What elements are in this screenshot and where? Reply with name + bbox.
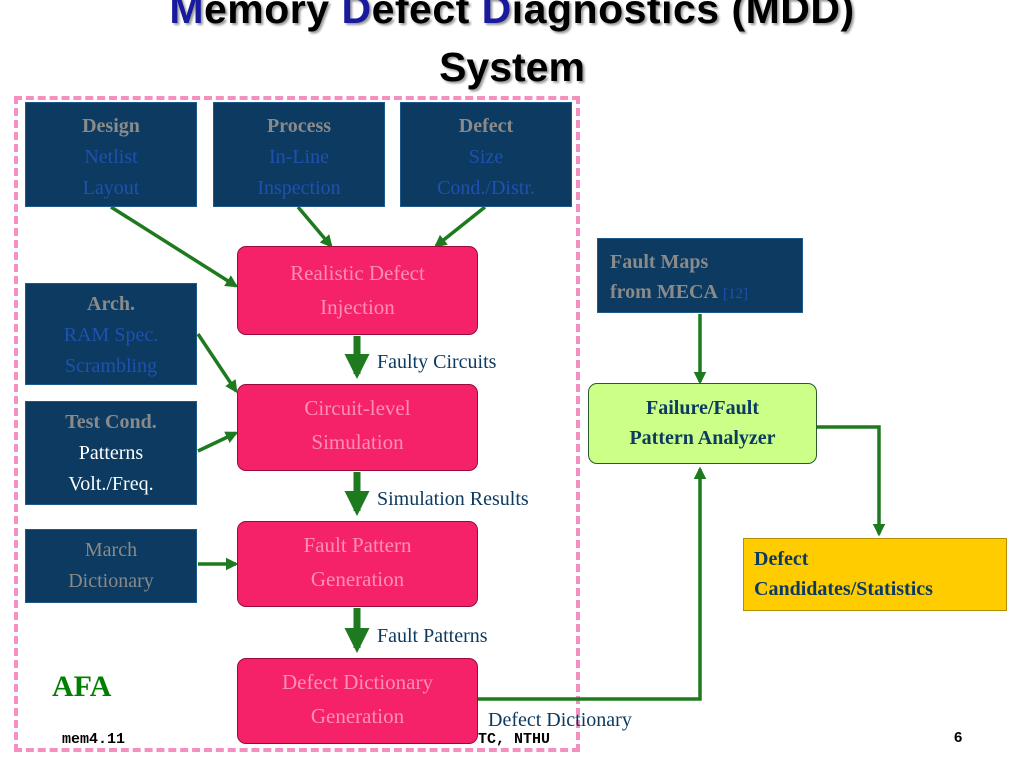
arrow-arch-to-simulation [196,333,238,394]
defect-heading: Defect [458,115,514,137]
design-heading: Design [82,115,140,137]
defect-candidates-statistics-box: Defect Candidates/Statistics [743,538,1007,611]
label-defect-dictionary: Defect Dictionary [488,709,632,731]
label-simulation-results: Simulation Results [377,488,529,510]
design-line-layout: Layout [82,177,140,199]
defect-input-box: Defect Size Cond./Distr. [400,102,572,207]
process-line-inline: In-Line [269,146,329,168]
arrow-dictionary-to-analyzer [478,466,707,701]
faultmaps-line2: from MECA [610,281,718,303]
arrow-process-to-injection [296,205,333,248]
failure-fault-pattern-analyzer-box: Failure/Fault Pattern Analyzer [588,383,817,464]
process-input-box: Process In-Line Inspection [213,102,385,207]
design-input-box: Design Netlist Layout [25,102,197,207]
title-word-defect: efect [371,0,482,32]
output-line2: Candidates/Statistics [754,578,933,600]
title-initial-d2: D [481,0,512,32]
slide-title-line2: System [439,44,585,90]
footer-course-code: mem4.11 [62,731,126,748]
step4-line1: Defect Dictionary [281,670,433,694]
arrow-design-to-injection [110,205,239,288]
step2-line1: Circuit-level [304,396,411,420]
faultmaps-input-box: Fault Maps from MECA [12] [597,238,803,313]
testcond-heading: Test Cond. [65,411,157,433]
process-heading: Process [266,115,332,137]
title-initial-d1: D [341,0,372,32]
arch-input-box: Arch. RAM Spec. Scrambling [25,283,197,385]
analyzer-line2: Pattern Analyzer [629,427,776,449]
circuit-level-simulation-box: Circuit-level Simulation [237,384,478,471]
testcond-input-box: Test Cond. Patterns Volt./Freq. [25,401,197,505]
title-word-diagnostics: iagnostics (MDD) [511,0,855,32]
testcond-line-voltfreq: Volt./Freq. [68,473,154,495]
step3-line1: Fault Pattern [303,533,412,557]
footer-institution: TC, NTHU [478,731,551,748]
slide-title-line1: Memory Defect Diagnostics (MDD) [0,0,1024,33]
arrow-defect-to-injection [434,205,487,248]
fault-pattern-generation-box: Fault Pattern Generation [237,521,478,607]
defect-line-size: Size [468,146,504,168]
defect-dictionary-generation-box: Defect Dictionary Generation [237,658,478,744]
label-fault-patterns: Fault Patterns [377,625,488,647]
title-word-memory: emory [204,0,342,32]
defect-line-distribution: Cond./Distr. [437,177,535,199]
step4-line2: Generation [310,704,405,728]
label-faulty-circuits: Faulty Circuits [377,351,497,373]
march-line-march: March [84,539,138,561]
faultmaps-line1: Fault Maps [610,251,709,273]
output-line1: Defect [754,548,809,570]
arrow-testcond-to-simulation [197,431,239,453]
march-input-box: March Dictionary [25,529,197,603]
footer-page-number: 6 [954,729,963,746]
march-line-dictionary: Dictionary [68,570,154,592]
step3-line2: Generation [310,567,405,591]
process-line-inspection: Inspection [257,177,341,199]
testcond-line-patterns: Patterns [78,442,144,464]
arch-line-ramspec: RAM Spec. [63,324,159,346]
analyzer-line1: Failure/Fault [646,397,759,419]
arrow-analyzer-to-output [817,425,886,537]
afa-group-frame [14,96,580,752]
step2-line2: Simulation [311,430,404,454]
design-line-netlist: Netlist [84,146,138,168]
realistic-defect-injection-box: Realistic Defect Injection [237,246,478,335]
step1-line2: Injection [320,295,395,319]
arch-line-scrambling: Scrambling [64,355,158,377]
step1-line1: Realistic Defect [290,261,425,285]
title-initial-m: M [169,0,204,32]
faultmaps-reference: [12] [722,286,748,302]
arch-heading: Arch. [87,293,135,315]
afa-group-label: AFA [52,670,112,703]
